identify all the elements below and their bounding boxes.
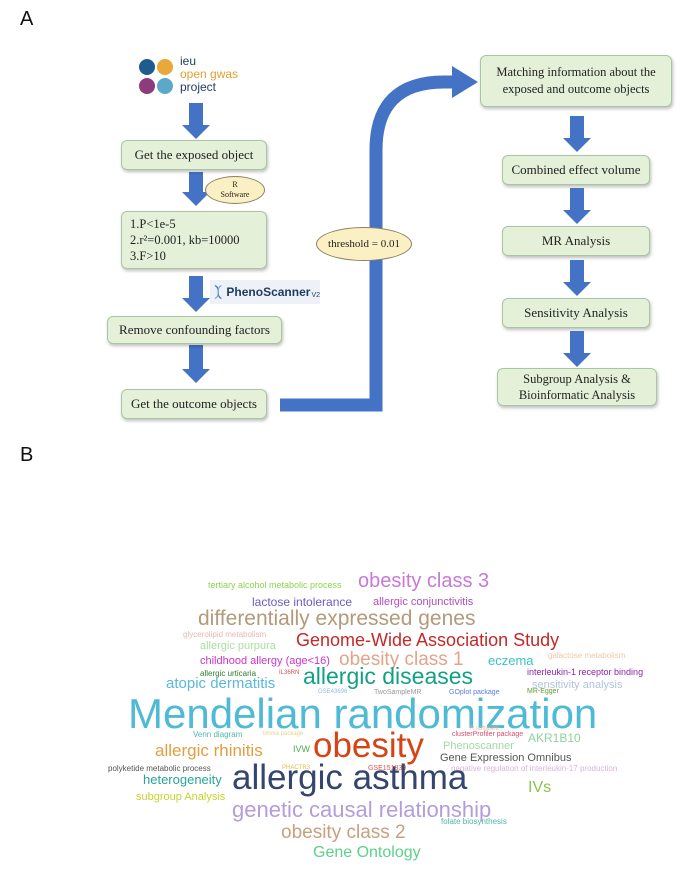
word-26: R software: [470, 726, 499, 732]
word-1: obesity class 3: [358, 570, 490, 592]
connector-arrow: [280, 66, 478, 412]
word-32: Gene Expression Omnibus: [440, 752, 572, 764]
logo-line-project: project: [180, 80, 217, 94]
criteria-box: 1.P<1e-5 2.r²=0.001, kb=10000 3.F>10: [121, 211, 267, 269]
word-38: allergic asthma: [232, 758, 468, 797]
panel-b-label: B: [20, 444, 34, 466]
word-20: sensitivity analysis: [532, 679, 623, 691]
word-30: obesity: [313, 726, 424, 765]
word-7: Genome-Wide Association Study: [296, 630, 560, 650]
panel-a-label: A: [20, 8, 34, 30]
criterion-3: 3.F>10: [130, 249, 166, 263]
word-40: subgroup Analysis: [136, 791, 226, 803]
word-5: glycerolipid metabolism: [183, 630, 267, 639]
word-16: atopic dermatitis: [166, 675, 276, 692]
word-0: tertiary alcohol metabolic process: [208, 580, 342, 590]
arrow-down-2: [182, 172, 210, 206]
word-4: differentially expressed genes: [198, 607, 476, 630]
word-2: lactose intolerance: [252, 595, 353, 609]
logo-line-open-gwas: open gwas: [180, 67, 239, 81]
mr-analysis-box: MR Analysis: [502, 226, 650, 256]
combined-effect-box: Combined effect volume: [502, 155, 650, 185]
arrow-right-down-4: [563, 331, 591, 367]
word-22: Mendelian randomization: [128, 690, 598, 737]
word-19: GOplot package: [449, 689, 500, 696]
word-21: MR-Egger: [527, 688, 559, 695]
criterion-2: 2.r²=0.001, kb=10000: [130, 233, 240, 247]
word-37: heterogeneity: [143, 772, 222, 787]
subgroup-analysis-box: Subgroup Analysis & Bioinformatic Analys…: [497, 368, 657, 406]
criterion-1: 1.P<1e-5: [130, 217, 176, 231]
remove-confounding-box: Remove confounding factors: [107, 316, 282, 344]
get-outcome-objects-box: Get the outcome objects: [121, 389, 267, 419]
word-31: Phenoscanner: [443, 740, 514, 752]
word-18: TwoSampleMR: [374, 689, 422, 696]
word-35: GSE151839: [368, 765, 407, 772]
logo-circles-icon: [139, 59, 173, 94]
arrow-right-down-2: [563, 188, 591, 224]
threshold-oval: threshold = 0.01: [316, 227, 412, 261]
word-33: polyketide metabolic process: [108, 764, 211, 773]
get-exposed-object-box: Get the exposed object: [121, 140, 267, 170]
word-cloud: tertiary alcohol metabolic process obesi…: [0, 555, 685, 875]
word-43: obesity class 2: [281, 822, 406, 843]
phenoscanner-version: V2: [311, 291, 320, 299]
word-8: childhood allergy (age<16): [200, 655, 330, 667]
arrow-down-3: [182, 276, 210, 312]
word-9: obesity class 1: [339, 649, 464, 670]
ieu-open-gwas-logo: ieu open gwas project: [138, 55, 248, 99]
word-12: allergic urticaria: [200, 669, 257, 678]
sensitivity-analysis-box: Sensitivity Analysis: [502, 298, 650, 328]
word-6: allergic purpura: [200, 640, 276, 652]
word-39: IVs: [528, 779, 552, 796]
word-17: GSE43696: [318, 689, 348, 695]
phenoscanner-logo: PhenoScanner V2: [210, 280, 320, 304]
word-24: limma package: [263, 731, 304, 737]
word-14: allergic diseases: [303, 663, 474, 689]
logo-line-ieu: ieu: [180, 54, 197, 68]
arrow-down-1: [182, 103, 210, 139]
phenoscanner-name: PhenoScanner: [226, 285, 311, 299]
word-10: eczema: [488, 653, 534, 668]
word-42: folate biosynthesis: [441, 817, 507, 826]
word-11: galactose metabolism: [548, 651, 626, 660]
word-25: clusterProfiler package: [452, 731, 524, 738]
word-23: Venn diagram: [193, 730, 243, 739]
arrow-down-4: [182, 345, 210, 383]
r-software-oval: R Software: [205, 176, 265, 204]
word-13: IL36RN: [279, 670, 300, 676]
word-44: Gene Ontology: [313, 844, 421, 861]
word-34: PHACTR3: [282, 765, 311, 771]
dna-helix-icon: [214, 284, 222, 300]
word-3: allergic conjunctivitis: [373, 596, 474, 608]
word-36: negative regulation of interleukin-17 pr…: [451, 764, 618, 773]
word-27: AKR1B10: [528, 731, 581, 745]
arrow-right-down-3: [563, 260, 591, 296]
word-41: genetic causal relationship: [232, 797, 492, 822]
word-15: interleukin-1 receptor binding: [527, 667, 644, 677]
word-29: IVW: [293, 744, 310, 754]
arrow-right-down-1: [563, 116, 591, 152]
word-28: allergic rhinitis: [155, 741, 263, 760]
matching-info-box: Matching information about the exposed a…: [480, 55, 672, 107]
